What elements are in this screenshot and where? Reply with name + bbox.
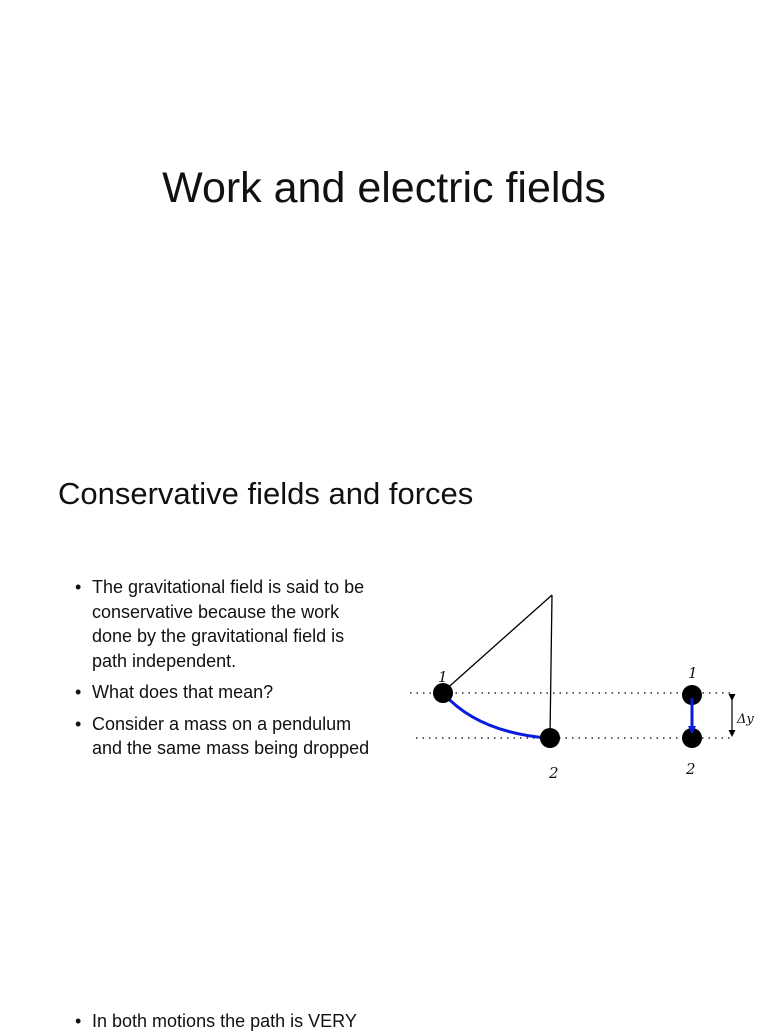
bullet-item: In both motions the path is VERY — [74, 1009, 404, 1033]
pendulum-arc-path — [442, 692, 549, 742]
drop-start-label: 1 — [688, 664, 698, 682]
pendulum-string-end — [549, 594, 553, 738]
slide-title: Work and electric fields — [162, 164, 606, 212]
slide-3: In both motions the path is VERY — [0, 992, 768, 1033]
drop-mass-end — [682, 728, 702, 748]
pendulum-mass-start — [433, 683, 453, 703]
drop-mass-start — [682, 685, 702, 705]
bullet-list: The gravitational field is said to be co… — [74, 575, 384, 768]
delta-y-label: Δy — [736, 712, 754, 727]
bullet-item: The gravitational field is said to be co… — [74, 575, 384, 673]
slide-2: Conservative fields and forces The gravi… — [0, 432, 768, 992]
drop-end-label: 2 — [685, 760, 696, 778]
pendulum-mass-end — [540, 728, 560, 748]
pendulum-end-label: 2 — [548, 764, 559, 782]
slide-1: Work and electric fields — [0, 0, 768, 432]
pendulum-string-start — [442, 594, 553, 693]
bullet-item: Consider a mass on a pendulum and the sa… — [74, 712, 384, 761]
pendulum-diagram: 1 2 1 2 Δy — [410, 594, 754, 782]
slide-title: Conservative fields and forces — [58, 476, 474, 511]
bullet-list: In both motions the path is VERY — [74, 1009, 404, 1033]
bullet-item: What does that mean? — [74, 680, 384, 705]
pendulum-start-label: 1 — [438, 668, 448, 686]
